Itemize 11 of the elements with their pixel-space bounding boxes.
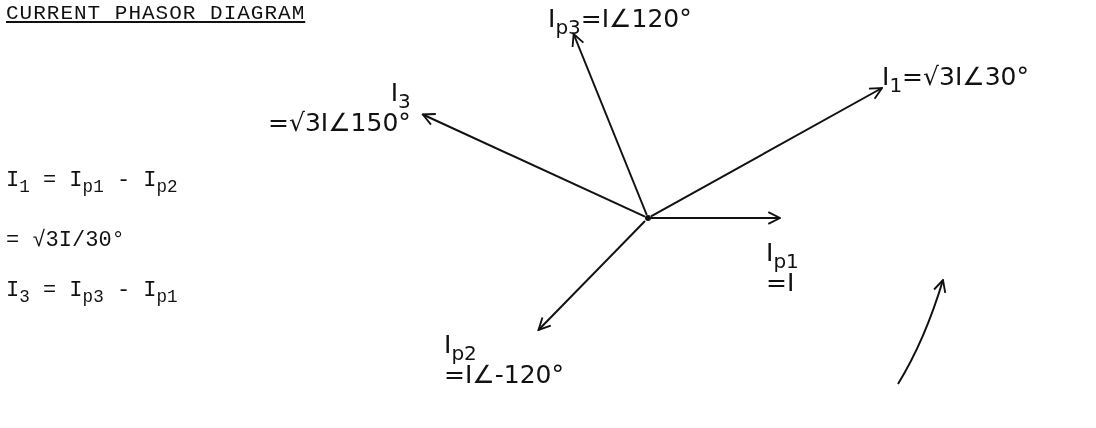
phasor-arrow bbox=[650, 87, 883, 218]
phasor-value: =√3I∠150° bbox=[268, 108, 411, 138]
phasor-arrow bbox=[421, 113, 646, 218]
phasor-arrow bbox=[650, 211, 781, 225]
phasor-arrow bbox=[571, 33, 648, 216]
origin-point bbox=[645, 215, 651, 221]
phasor-label: I$_{1}$=√3I∠30° bbox=[882, 62, 1029, 92]
diagram-title: CURRENT PHASOR DIAGRAM bbox=[6, 2, 306, 25]
phasor-arrow bbox=[537, 220, 646, 331]
equation: = √3I/30° bbox=[6, 228, 125, 253]
phasor-label: I$_{3}$ bbox=[390, 78, 411, 108]
